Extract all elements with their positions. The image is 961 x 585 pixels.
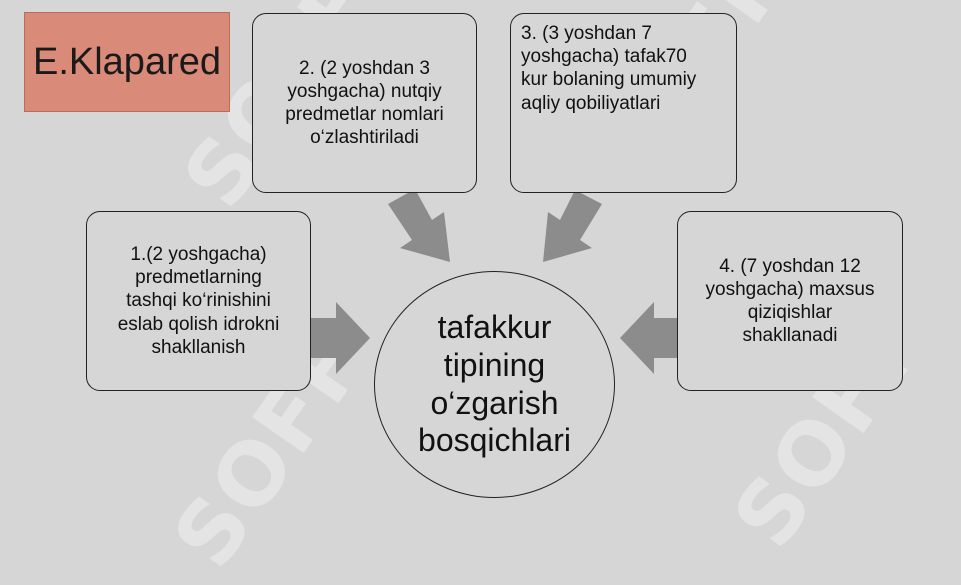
center-line: bosqichlari — [418, 422, 571, 459]
arrows — [310, 189, 680, 374]
stage-1-box: 1.(2 yoshgacha) predmetlarning tashqi ko… — [86, 211, 311, 391]
stage-1-line: shakllanish — [151, 336, 246, 358]
stage-2-line: o‘zlashtiriladi — [310, 127, 419, 149]
stage-1-line: predmetlarning — [135, 267, 262, 289]
center-line: tipining — [443, 346, 546, 383]
stage-4-line: qiziqishlar — [747, 302, 833, 323]
arrow-stage-4 — [620, 302, 680, 374]
stage-2-line: yoshgacha) nutqiy — [287, 80, 442, 102]
slide: SOFF SOFF SOFF SOFF E.Klapared 2. (2 yos… — [24, 0, 946, 585]
center-concept: tafakkur tipining o‘zgarish bosqichlari — [374, 271, 615, 498]
stage-4-line: shakllanadi — [742, 325, 838, 347]
stage-1-line: 1.(2 yoshgacha) — [130, 244, 267, 266]
stage-2-line: predmetlar nomlari — [285, 104, 444, 125]
stage-4-line: yoshgacha) maxsus — [705, 278, 875, 300]
stage-1-line: tashqi ko‘rinishini — [126, 290, 271, 312]
center-line: tafakkur — [437, 309, 552, 345]
center-line: o‘zgarish — [430, 384, 559, 421]
arrow-stage-1 — [310, 302, 370, 374]
stage-3-line: aqliy qobiliyatlari — [521, 92, 661, 114]
stage-2-line: 2. (2 yoshdan 3 — [299, 57, 430, 79]
stage-4-line: 4. (7 yoshdan 12 — [719, 255, 861, 277]
stage-3-line: yoshgacha) tafak70 — [521, 46, 687, 68]
arrow-stage-2 — [388, 189, 450, 262]
stage-3-line: kur bolaning umumiy — [521, 69, 697, 91]
slide-title: E.Klapared — [24, 12, 230, 112]
stage-1-line: eslab qolish idrokni — [117, 313, 280, 335]
arrow-stage-3 — [543, 190, 602, 262]
stage-4-box: 4. (7 yoshdan 12 yoshgacha) maxsus qiziq… — [677, 211, 903, 391]
stage-3-line: 3. (3 yoshdan 7 — [521, 23, 652, 44]
stage-2-box: 2. (2 yoshdan 3 yoshgacha) nutqiy predme… — [252, 13, 477, 193]
stage-3-box: 3. (3 yoshdan 7 yoshgacha) tafak70 kur b… — [510, 13, 737, 193]
